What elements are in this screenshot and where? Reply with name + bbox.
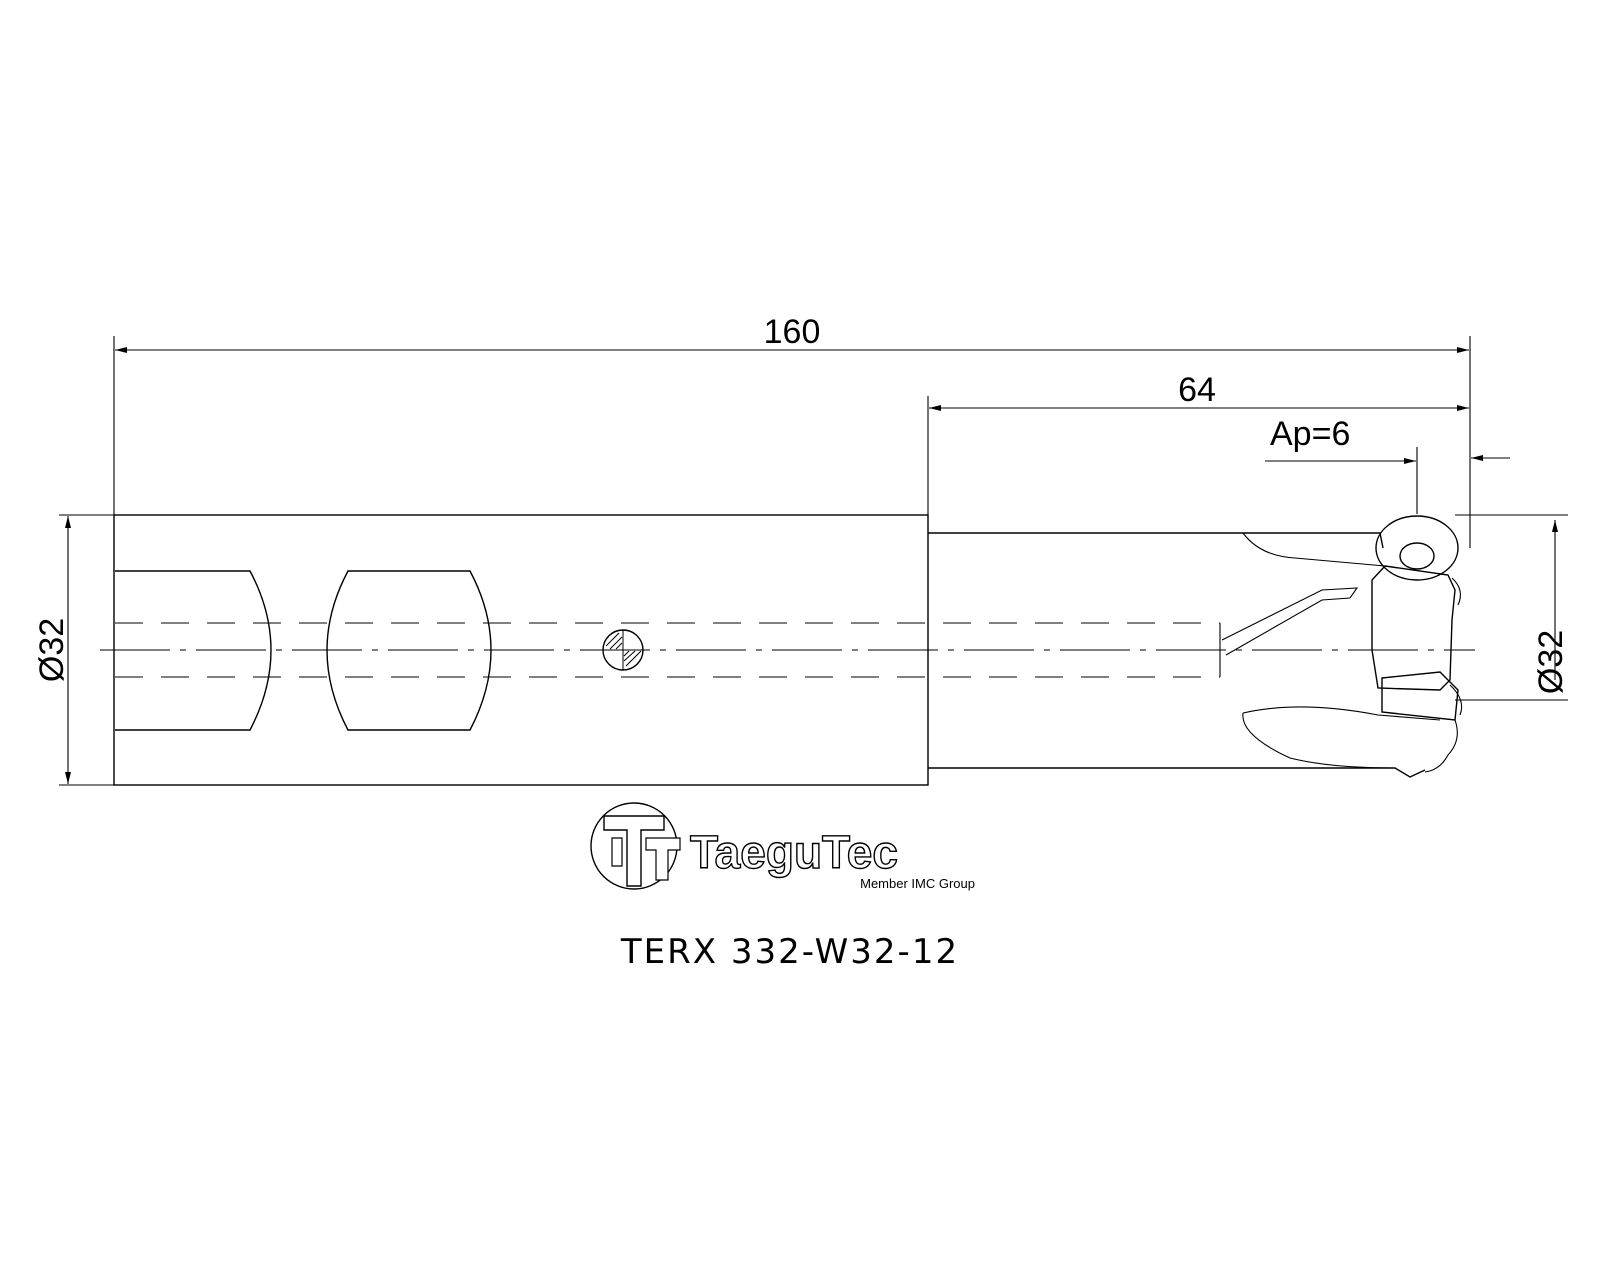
tt-emblem-icon — [590, 802, 681, 890]
center-of-gravity-symbol — [602, 629, 644, 671]
part-number: TERX 332-W32-12 — [620, 932, 959, 972]
taegutec-logo: TaeguTec Member IMC Group — [590, 802, 975, 891]
dimension-ap-label: Ap=6 — [1270, 415, 1350, 453]
dimension-ap: Ap=6 — [1265, 415, 1510, 514]
dimension-64: 64 — [927, 371, 1469, 517]
dimension-shank-diameter-label: Ø32 — [33, 618, 71, 682]
dimension-cutting-diameter-label: Ø32 — [1532, 630, 1570, 694]
dimension-160-label: 160 — [764, 313, 821, 351]
dimension-64-label: 64 — [1178, 371, 1216, 409]
cutter-head — [928, 515, 1463, 778]
dimension-cutting-diameter: Ø32 — [1455, 514, 1570, 701]
coolant-channel — [115, 587, 1359, 678]
dimension-160: 160 — [113, 313, 1471, 548]
logo-tagline: Member IMC Group — [860, 876, 975, 891]
logo-brand-text: TaeguTec — [690, 826, 898, 878]
